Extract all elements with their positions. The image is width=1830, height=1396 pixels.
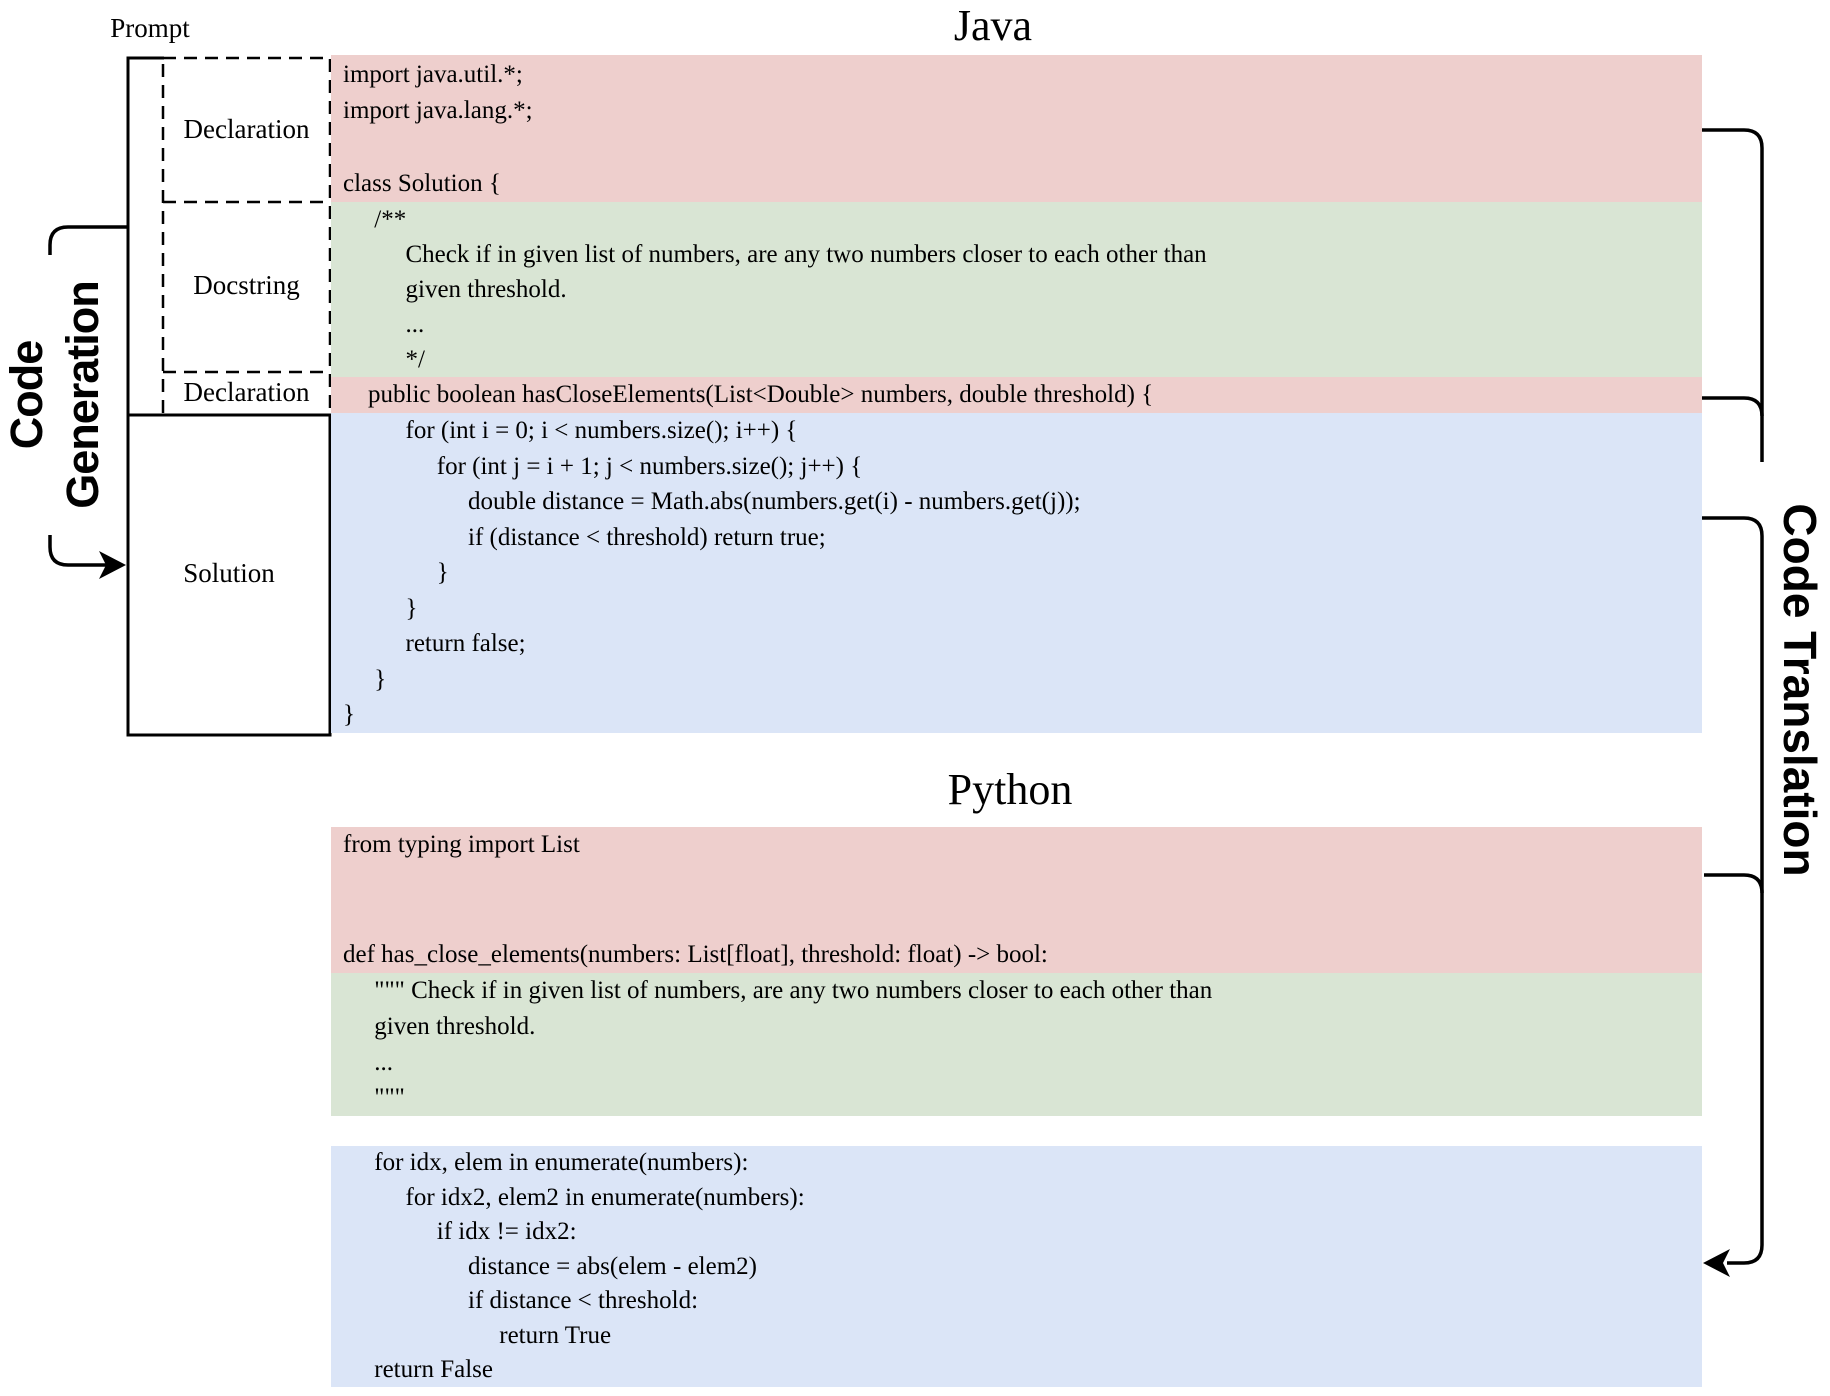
code-line: for (int i = 0; i < numbers.size(); i++)…: [343, 417, 798, 444]
code-line: public boolean hasCloseElements(List<Dou…: [343, 381, 1154, 408]
code-generation-line1: Code: [1, 340, 52, 450]
code-generation-label: Code Generation: [0, 255, 111, 535]
python-solution-block: for idx, elem in enumerate(numbers): for…: [331, 1146, 1702, 1387]
java-method-declaration-block: public boolean hasCloseElements(List<Dou…: [331, 377, 1702, 413]
code-line: if idx != idx2:: [343, 1218, 577, 1245]
code-line: }: [343, 594, 418, 622]
code-line: """ Check if in given list of numbers, a…: [343, 977, 1213, 1004]
code-translation-connector: [1702, 128, 1764, 1265]
code-line: import java.lang.*;: [343, 97, 533, 125]
code-line: given threshold.: [343, 276, 567, 303]
declaration-top-label: Declaration: [183, 114, 310, 144]
code-line: if distance < threshold:: [343, 1287, 699, 1314]
code-line: import java.util.*;: [343, 61, 523, 88]
code-line: """: [343, 1084, 405, 1112]
java-docstring-block: /** Check if in given list of numbers, a…: [331, 202, 1702, 377]
code-line: for idx2, elem2 in enumerate(numbers):: [343, 1183, 805, 1211]
prompt-dashed-box: [161, 56, 332, 417]
code-line: for (int j = i + 1; j < numbers.size(); …: [343, 452, 863, 480]
code-line: }: [343, 665, 387, 693]
declaration-bottom-label: Declaration: [183, 377, 310, 407]
code-line: }: [343, 701, 355, 728]
code-line: ...: [343, 311, 425, 338]
code-line: for idx, elem in enumerate(numbers):: [343, 1149, 749, 1176]
code-generation-arrowhead-icon: [99, 551, 126, 579]
python-declaration-block: from typing import List def has_close_el…: [331, 827, 1702, 973]
code-line: [343, 864, 1702, 901]
code-translation-arrowhead-icon: [1703, 1249, 1730, 1277]
code-line: if (distance < threshold) return true;: [343, 523, 826, 551]
code-line: return False: [343, 1356, 493, 1383]
code-line: given threshold.: [343, 1012, 536, 1040]
java-declaration-block: import java.util.*; import java.lang.*; c…: [331, 55, 1702, 202]
code-line: from typing import List: [343, 831, 580, 858]
prompt-bracket: [126, 56, 164, 415]
python-docstring-block: """ Check if in given list of numbers, a…: [331, 973, 1702, 1116]
code-line: distance = abs(elem - elem2): [343, 1252, 757, 1280]
code-line: /**: [343, 206, 407, 233]
code-generation-line2: Generation: [57, 281, 108, 509]
code-line: def has_close_elements(numbers: List[flo…: [343, 940, 1048, 968]
code-line: */: [343, 346, 425, 373]
code-translation-label: Code Translation: [1774, 503, 1826, 877]
prompt-label: Prompt: [110, 13, 190, 43]
code-line: }: [343, 559, 449, 586]
solution-label: Solution: [183, 558, 275, 588]
code-line: Check if in given list of numbers, are a…: [343, 241, 1207, 268]
code-line: double distance = Math.abs(numbers.get(i…: [343, 488, 1081, 515]
python-title: Python: [947, 765, 1073, 814]
docstring-label: Docstring: [193, 270, 300, 300]
code-line: [343, 130, 1702, 166]
code-line: ...: [343, 1048, 393, 1076]
java-solution-block: for (int i = 0; i < numbers.size(); i++)…: [331, 413, 1702, 733]
code-line: return True: [343, 1321, 612, 1349]
code-line: return false;: [343, 630, 526, 657]
code-line: [343, 900, 1702, 937]
code-line: class Solution {: [343, 170, 501, 198]
java-title: Java: [953, 1, 1033, 50]
